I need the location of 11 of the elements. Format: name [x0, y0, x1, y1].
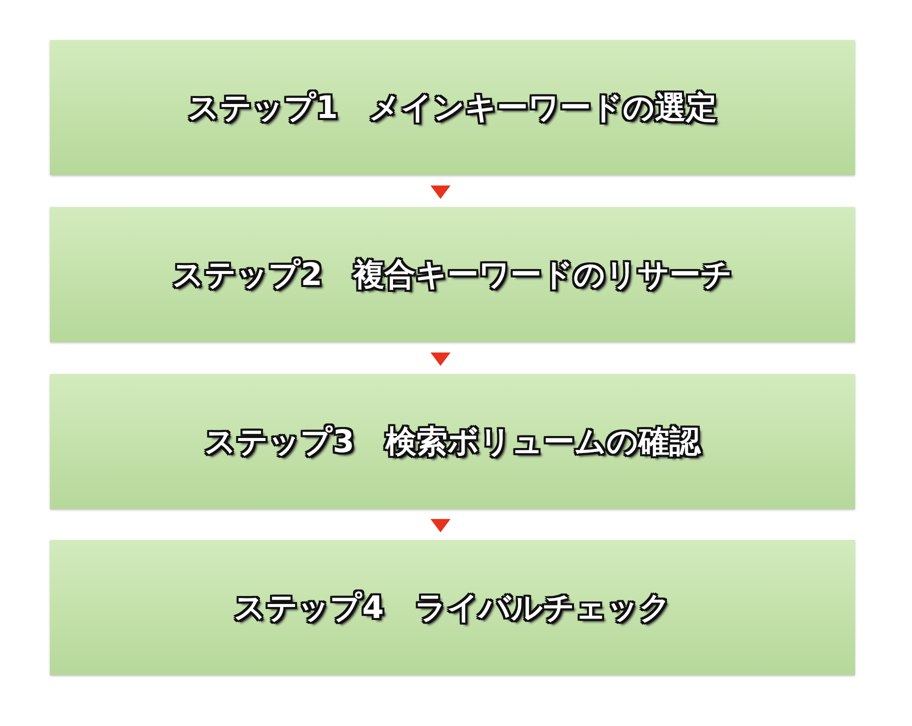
step-title: ステップ4 ライバルチェック — [234, 588, 671, 628]
arrow — [430, 352, 450, 366]
step-box — [50, 40, 855, 175]
step-box — [50, 207, 855, 342]
step-box — [50, 540, 855, 675]
step-title: ステップ3 検索ボリュームの確認 — [204, 422, 700, 462]
arrow — [430, 186, 450, 199]
arrow — [430, 519, 450, 532]
step-title: ステップ1 メインキーワードの選定 — [188, 88, 717, 128]
step-title: ステップ2 複合キーワードのリサーチ — [172, 256, 732, 294]
step-box — [50, 374, 855, 509]
